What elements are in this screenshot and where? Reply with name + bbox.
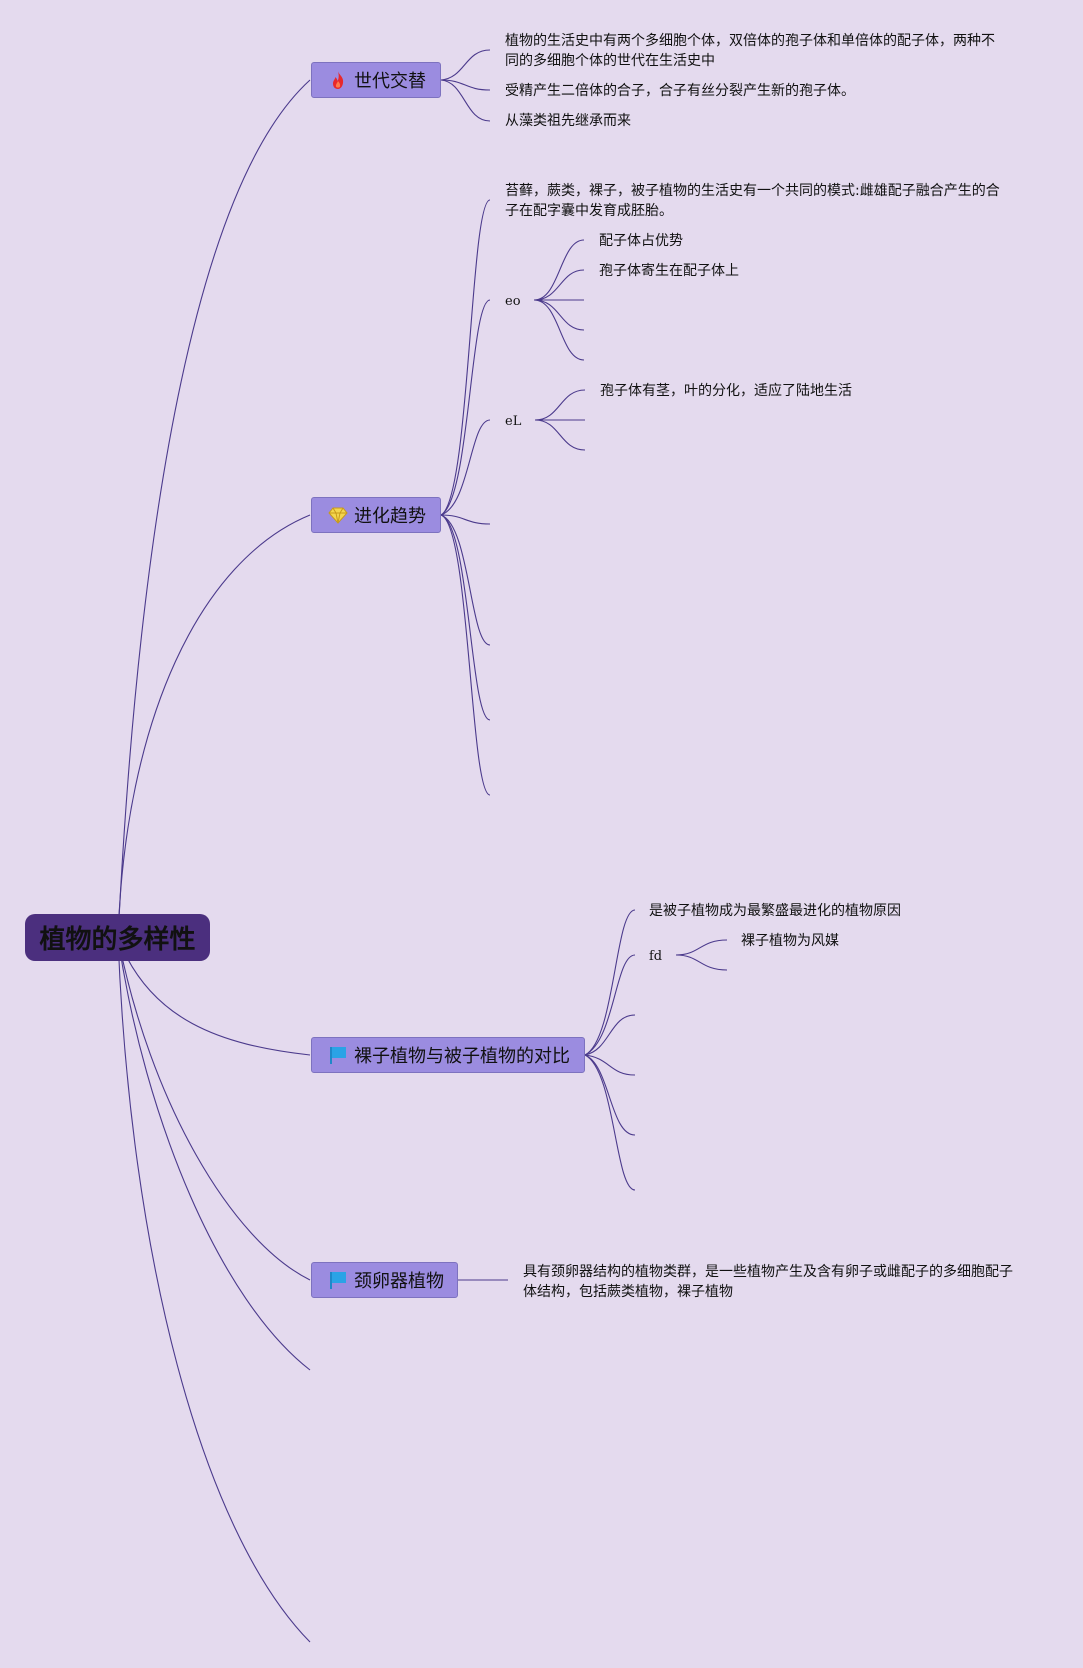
link-eo-l2 bbox=[533, 269, 585, 301]
link-eo-l5 bbox=[533, 299, 585, 361]
link-b1-l1 bbox=[440, 49, 491, 81]
leaf-b3-reason: 是被子植物成为最繁盛最进化的植物原因 bbox=[649, 903, 901, 919]
branch-label: 裸子植物与被子植物的对比 bbox=[354, 1046, 570, 1067]
link-b1-l2 bbox=[440, 79, 491, 91]
link-b2-eo bbox=[440, 299, 491, 516]
leaf-eL-1: 孢子体有茎，叶的分化，适应了陆地生活 bbox=[600, 383, 852, 399]
link-b2-e6 bbox=[440, 514, 491, 721]
link-root-b6 bbox=[117, 937, 311, 1643]
link-root-b5 bbox=[117, 937, 311, 1371]
flag-icon bbox=[328, 1270, 348, 1290]
link-b3-l0 bbox=[584, 909, 636, 1056]
link-eL-l1 bbox=[534, 389, 586, 421]
fire-icon bbox=[328, 70, 348, 90]
root-label: 植物的多样性 bbox=[39, 925, 196, 955]
leaf-b4-definition: 具有颈卵器结构的植物类群，是一些植物产生及含有卵子或雌配子的多细胞配子体结构，包… bbox=[523, 1264, 1013, 1300]
root-node[interactable]: 植物的多样性 bbox=[25, 914, 210, 961]
sub-node-eo[interactable]: eo bbox=[505, 294, 521, 309]
link-root-b2 bbox=[117, 514, 311, 939]
link-b1-l3 bbox=[440, 79, 491, 122]
branch-label: 世代交替 bbox=[354, 71, 426, 92]
leaf-b1-3: 从藻类祖先继承而来 bbox=[505, 113, 631, 129]
link-b3-fd bbox=[584, 954, 636, 1056]
link-eo-l4 bbox=[533, 299, 585, 331]
leaf-eo-1: 配子体占优势 bbox=[599, 233, 683, 249]
branch-node-archegoniatae[interactable]: 颈卵器植物 bbox=[311, 1262, 458, 1298]
link-eo-l1 bbox=[533, 239, 585, 301]
diamond-icon bbox=[328, 505, 348, 525]
branch-node-alternation-of-generations[interactable]: 世代交替 bbox=[311, 62, 441, 98]
link-b3-e6 bbox=[584, 1054, 636, 1191]
link-root-b1 bbox=[117, 79, 311, 939]
sub-node-fd[interactable]: fd bbox=[649, 949, 663, 964]
link-b3-e3 bbox=[584, 1014, 636, 1056]
leaf-b1-2: 受精产生二倍体的合子，合子有丝分裂产生新的孢子体。 bbox=[505, 83, 855, 99]
branch-label: 颈卵器植物 bbox=[354, 1271, 444, 1292]
link-fd-l2 bbox=[675, 954, 728, 971]
link-b2-l0 bbox=[440, 199, 491, 516]
link-b3-e5 bbox=[584, 1054, 636, 1136]
leaf-fd-1: 裸子植物为风媒 bbox=[741, 933, 839, 949]
sub-node-eL[interactable]: eL bbox=[505, 414, 522, 429]
link-b2-eL bbox=[440, 419, 491, 516]
leaf-b1-1: 植物的生活史中有两个多细胞个体，双倍体的孢子体和单倍体的配子体，两种不同的多细胞… bbox=[505, 33, 995, 69]
leaf-b2-life-cycle: 苔藓，蕨类，裸子，被子植物的生活史有一个共同的模式:雌雄配子融合产生的合子在配字… bbox=[505, 183, 1000, 219]
branch-node-evolution-trend[interactable]: 进化趋势 bbox=[311, 497, 441, 533]
link-root-b3 bbox=[117, 937, 311, 1056]
link-eL-l3 bbox=[534, 419, 586, 451]
link-fd-l1 bbox=[675, 939, 728, 956]
flag-icon bbox=[328, 1045, 348, 1065]
link-b2-e4 bbox=[440, 514, 491, 525]
leaf-eo-2: 孢子体寄生在配子体上 bbox=[599, 263, 739, 279]
branch-label: 进化趋势 bbox=[354, 506, 426, 527]
link-root-b4 bbox=[117, 937, 311, 1281]
branch-node-gymnosperm-vs-angiosperm[interactable]: 裸子植物与被子植物的对比 bbox=[311, 1037, 585, 1073]
link-b2-e5 bbox=[440, 514, 491, 646]
link-b3-e4 bbox=[584, 1054, 636, 1076]
link-b2-e7 bbox=[440, 514, 491, 796]
